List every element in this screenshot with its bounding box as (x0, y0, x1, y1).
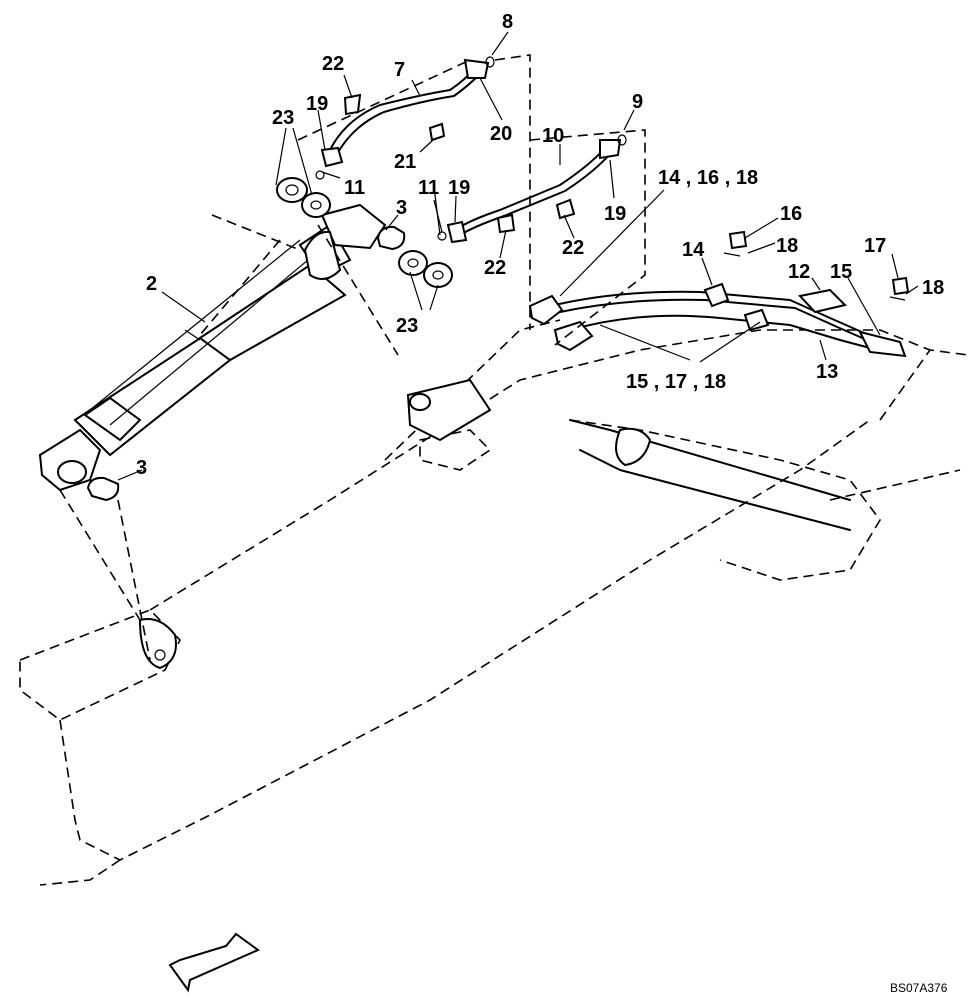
pipe-7 (320, 56, 495, 168)
leader-lines (117, 31, 919, 481)
fittings (315, 93, 910, 332)
callout-16: 16 (780, 203, 802, 225)
callout-22-middle: 22 (484, 257, 506, 279)
callout-11-right: 11 (418, 177, 439, 199)
callout-19-middle: 19 (448, 177, 470, 199)
orientation-arrow-icon (168, 932, 260, 993)
callout-20: 20 (490, 123, 512, 145)
callout-21: 21 (394, 151, 416, 173)
callout-23-upper: 23 (272, 107, 294, 129)
bushing-rear (376, 225, 406, 251)
callout-14-16-18: 14 , 16 , 18 (658, 167, 758, 189)
callout-8: 8 (502, 11, 513, 33)
callout-13: 13 (816, 361, 838, 383)
callout-11-left: 11 (344, 177, 365, 199)
boom-bracket (406, 378, 492, 442)
foot-pin-hole (154, 649, 166, 661)
callout-23-lower: 23 (396, 315, 418, 337)
callout-15: 15 (830, 261, 852, 283)
callout-19-left: 19 (306, 93, 328, 115)
callout-18-upper: 18 (776, 235, 798, 257)
boom-outline (19, 319, 968, 886)
foot-bracket (138, 618, 177, 670)
callout-18-right: 18 (922, 277, 944, 299)
callout-2: 2 (146, 273, 157, 295)
alignment-lines (59, 54, 646, 661)
boom-cylinder (38, 203, 387, 492)
callout-14: 14 (682, 239, 705, 261)
pipe-10 (446, 134, 627, 244)
callout-3-front: 3 (136, 457, 147, 479)
bracket-pin-hole (409, 393, 431, 411)
callout-15-17-18: 15 , 17 , 18 (626, 371, 726, 393)
arm-cylinder-tube (569, 419, 851, 531)
hoses-12-13 (528, 288, 907, 358)
bushing-front (86, 476, 120, 502)
callout-22-right: 22 (562, 237, 584, 259)
callout-19-right: 19 (604, 203, 626, 225)
callout-17: 17 (864, 235, 886, 257)
callout-3-rear: 3 (396, 197, 407, 219)
callout-12: 12 (788, 261, 810, 283)
shims (276, 177, 453, 288)
callout-9: 9 (632, 91, 643, 113)
callout-10: 10 (542, 125, 564, 147)
drawing-code: BS07A376 (890, 981, 948, 995)
callout-7: 7 (394, 59, 405, 81)
callout-22-top: 22 (322, 53, 344, 75)
